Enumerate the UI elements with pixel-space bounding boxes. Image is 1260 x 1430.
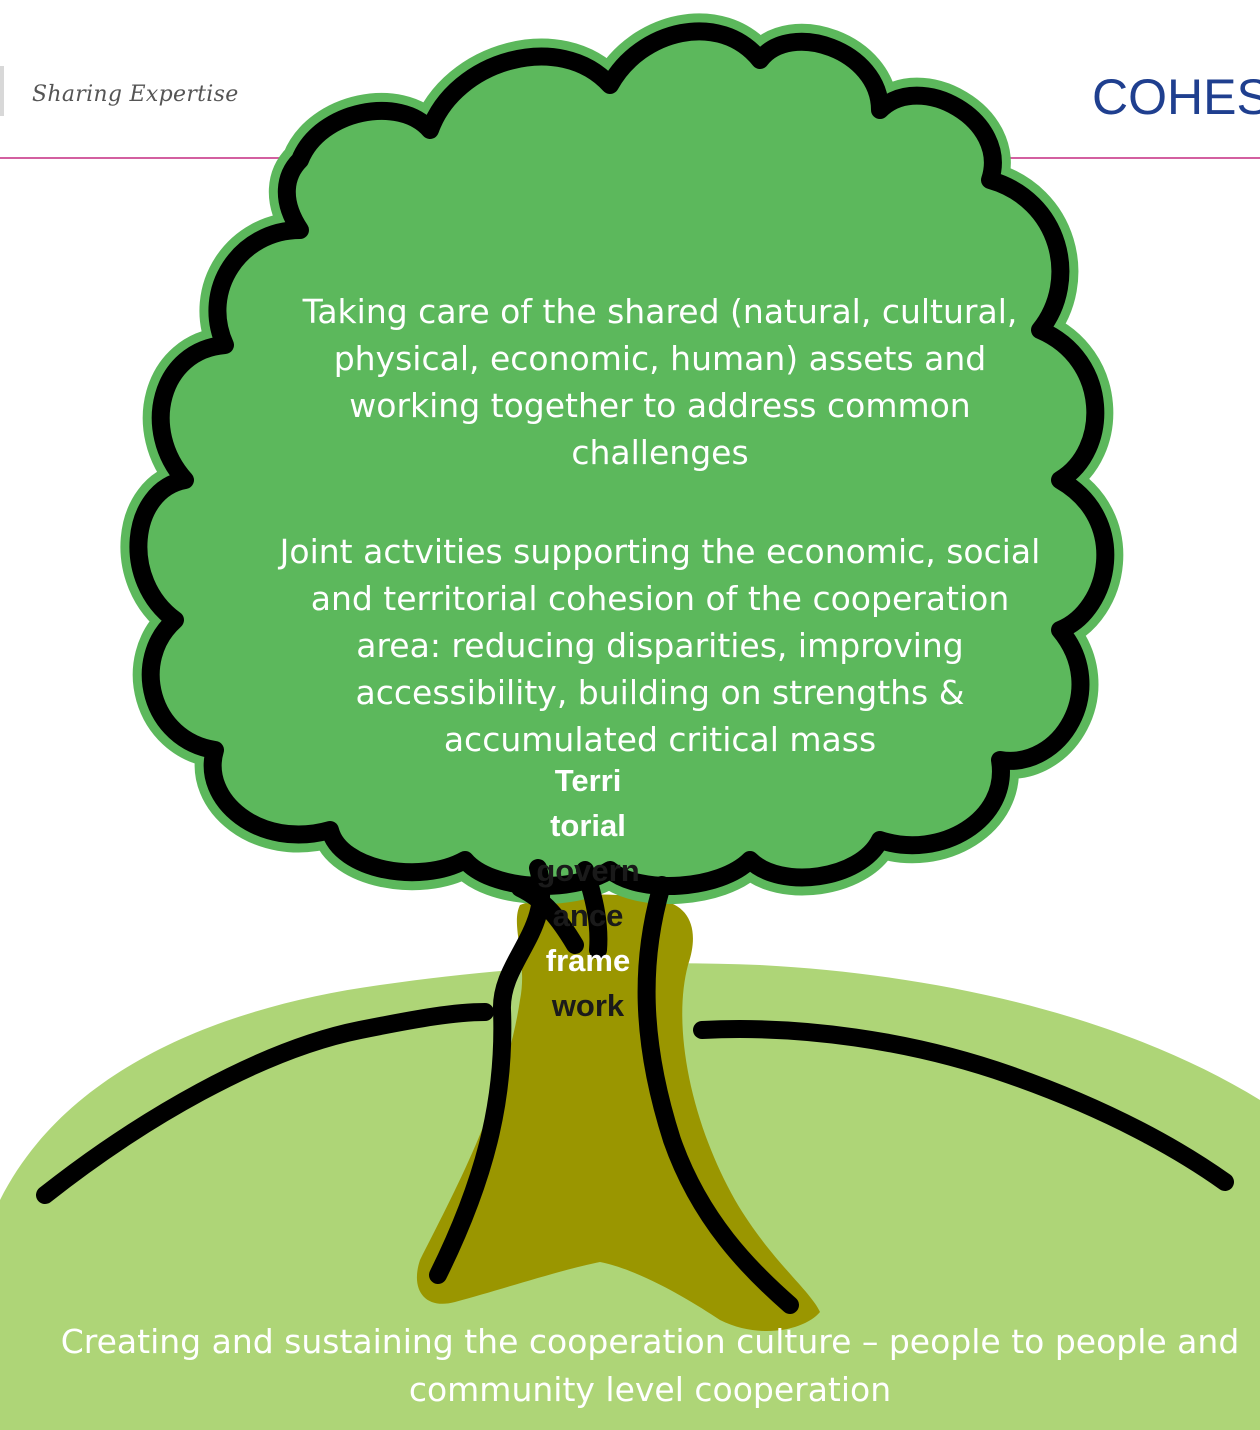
ground-caption: Creating and sustaining the cooperation … (60, 1322, 1240, 1409)
branch-mid-stroke (576, 861, 608, 959)
ground-left-stroke (36, 1003, 494, 1204)
ground-right-stroke (693, 1020, 1234, 1191)
trunk-right-stroke (637, 876, 799, 1314)
canopy-paragraph-1: Taking care of the shared (natural, cult… (302, 292, 1018, 472)
trunk-left-stroke (429, 859, 551, 1284)
logo-text: Sharing Expertise (32, 82, 239, 107)
page-title: COHES (1092, 69, 1260, 125)
trunk-label-line: ance (552, 898, 624, 933)
trunk-label-line: work (551, 988, 625, 1023)
trunk-strokes (36, 859, 1234, 1314)
branch-mid-left-stroke (511, 879, 584, 954)
trunk-label: Terri torial govern ance frame work (528, 758, 648, 1028)
canopy-paragraph-2: Joint actvities supporting the economic,… (279, 532, 1041, 759)
trunk-label-line: torial (550, 808, 626, 843)
trunk-label-line: govern (536, 853, 640, 888)
canopy-outline (129, 22, 1115, 895)
trunk-label-line: frame (545, 943, 631, 978)
trunk-label-line: Terri (554, 763, 622, 798)
logo-edge (0, 66, 4, 116)
